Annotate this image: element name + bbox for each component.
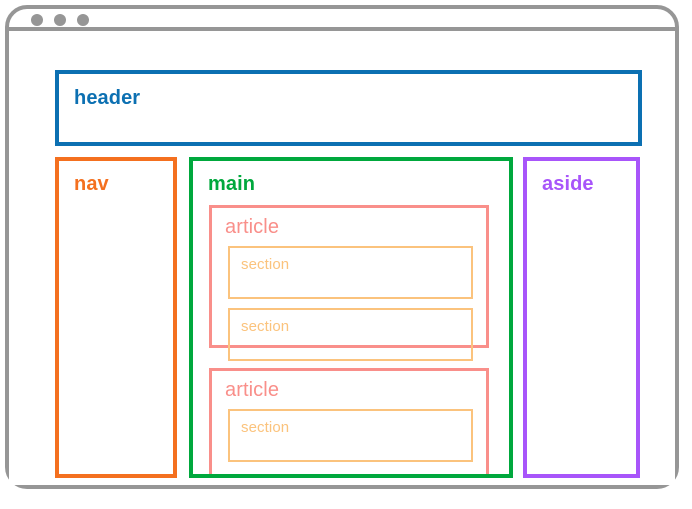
- region-article-label: article: [225, 379, 280, 401]
- region-section: section: [228, 409, 473, 462]
- browser-window-mockup: header nav main article section section …: [5, 5, 679, 489]
- region-section: section: [228, 308, 473, 361]
- window-maximize-dot-icon[interactable]: [77, 14, 89, 26]
- region-section-label: section: [241, 419, 290, 436]
- region-header: header: [55, 70, 642, 146]
- region-nav: nav: [55, 157, 177, 478]
- region-aside: aside: [523, 157, 640, 478]
- region-article-label: article: [225, 216, 280, 238]
- window-close-dot-icon[interactable]: [31, 14, 43, 26]
- window-minimize-dot-icon[interactable]: [54, 14, 66, 26]
- region-main-label: main: [208, 173, 256, 195]
- browser-titlebar: [9, 9, 675, 31]
- page-canvas: header nav main article section section …: [9, 31, 675, 485]
- region-header-label: header: [74, 87, 141, 109]
- region-section: section: [228, 246, 473, 299]
- region-article: article section: [209, 368, 489, 474]
- region-section-label: section: [241, 256, 290, 273]
- region-main: main article section section article sec…: [189, 157, 513, 478]
- region-section-label: section: [241, 318, 290, 335]
- region-aside-label: aside: [542, 173, 594, 195]
- region-nav-label: nav: [74, 173, 109, 195]
- region-article: article section section: [209, 205, 489, 361]
